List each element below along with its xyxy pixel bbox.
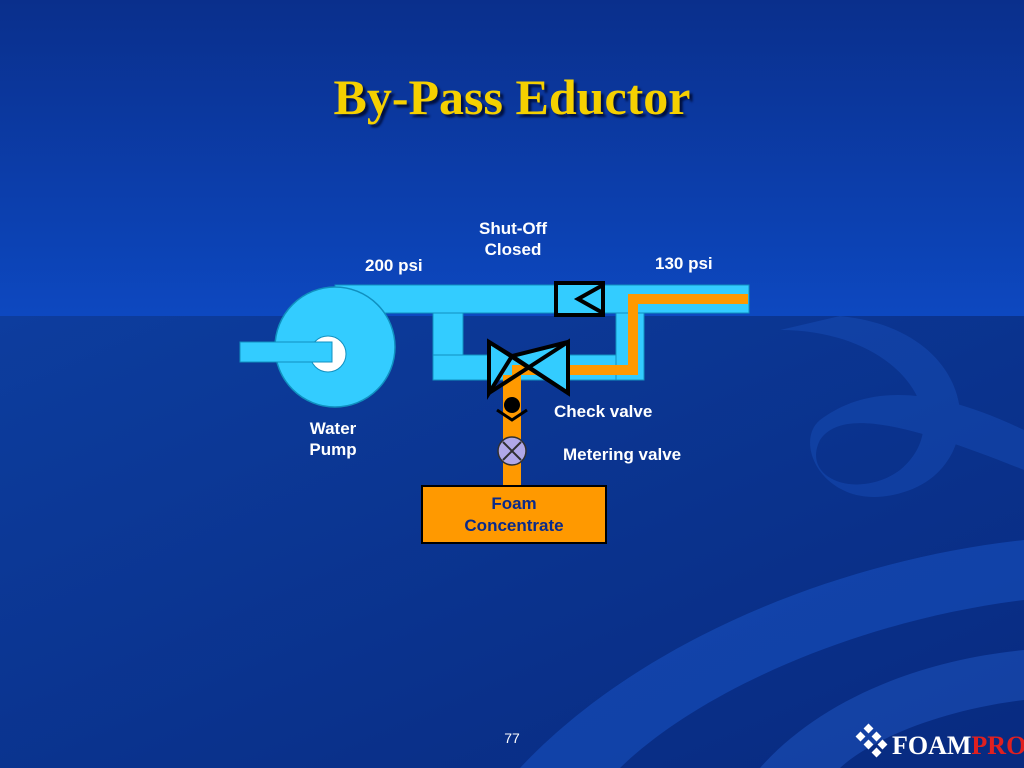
foampro-diamond-icon [855, 723, 888, 758]
slide-title: By-Pass Eductor [333, 69, 691, 125]
water-pump-label: Water Pump [288, 418, 378, 460]
foam-supply-line [503, 375, 521, 487]
foam-label-line2: Concentrate [464, 515, 564, 535]
shutoff-label-line2: Closed [484, 240, 542, 259]
shutoff-label-line1: Shut-Off [479, 219, 547, 238]
foam-concentrate-tank: Foam Concentrate [421, 485, 607, 544]
foam-label-line1: Foam [491, 493, 537, 513]
foam-concentrate-label: Foam Concentrate [464, 493, 563, 537]
foampro-wordmark: FOAMPRO® [892, 731, 1024, 761]
water-pump-label-line1: Water [309, 419, 357, 438]
shutoff-valve-icon [554, 281, 605, 317]
foam-solution-line [512, 294, 748, 375]
foampro-logo: FOAMPRO® [855, 723, 1024, 763]
page-number: 77 [504, 730, 520, 746]
pressure-in-label: 200 psi [365, 256, 423, 275]
check-valve-icon [496, 397, 528, 422]
eductor-valve-icon [487, 338, 570, 401]
shutoff-label: Shut-Off Closed [458, 218, 568, 260]
bypass-drop-left [432, 312, 464, 359]
check-valve-label: Check valve [554, 402, 653, 421]
metering-valve-label: Metering valve [563, 445, 682, 464]
logo-foam-text: FOAM [892, 731, 972, 760]
metering-valve-icon [497, 436, 527, 466]
logo-pro-text: PRO [971, 731, 1024, 760]
water-pump-label-line2: Pump [309, 440, 357, 459]
pressure-out-label: 130 psi [655, 254, 713, 273]
water-pump-icon [239, 286, 396, 408]
